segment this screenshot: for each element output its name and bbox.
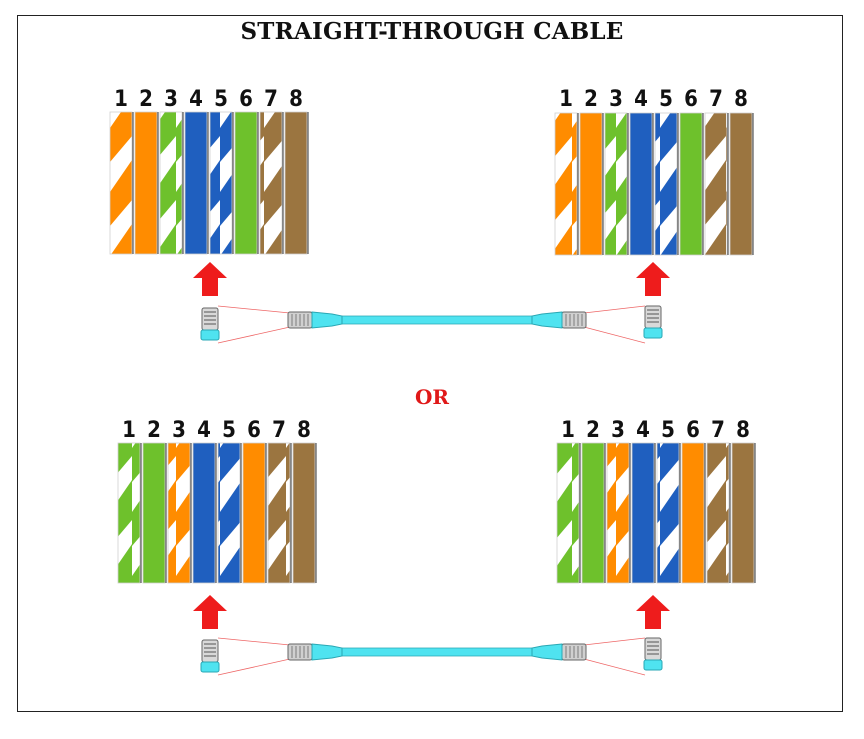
- wire-pin-7: [259, 111, 283, 255]
- pin-number-label: 5: [661, 418, 675, 443]
- pin-number-label: 7: [709, 87, 723, 112]
- wire-pin-1: [556, 442, 580, 584]
- pin-number-label: 4: [189, 87, 203, 112]
- wire-pin-8: [729, 112, 753, 256]
- wire-pin-1: [554, 112, 578, 256]
- wire-pin-2: [142, 442, 166, 584]
- pin-number-label: 7: [272, 418, 286, 443]
- pin-number-label: 6: [239, 87, 253, 112]
- wire-pin-8: [292, 442, 316, 584]
- pin-number-label: 8: [736, 418, 750, 443]
- wire-pin-1: [117, 442, 141, 584]
- pin-number-label: 2: [139, 87, 153, 112]
- pin-number-label: 2: [147, 418, 161, 443]
- wire-pin-2: [134, 111, 158, 255]
- pin-number-label: 8: [297, 418, 311, 443]
- pin-number-label: 4: [636, 418, 650, 443]
- wire-pin-3: [167, 442, 191, 584]
- rj45-connector-icon: [200, 307, 220, 341]
- wire-pin-6: [242, 442, 266, 584]
- pin-number-label: 2: [586, 418, 600, 443]
- pin-number-label: 5: [659, 87, 673, 112]
- wire-pin-5: [209, 111, 233, 255]
- pin-number-label: 7: [264, 87, 278, 112]
- pin-number-label: 3: [609, 87, 623, 112]
- wire-pin-2: [581, 442, 605, 584]
- wire-pin-4: [629, 112, 653, 256]
- pin-number-label: 4: [634, 87, 648, 112]
- pin-number-label: 1: [559, 87, 573, 112]
- pin-number-label: 1: [561, 418, 575, 443]
- pin-number-label: 6: [247, 418, 261, 443]
- pin-number-label: 6: [686, 418, 700, 443]
- pin-number-label: 1: [122, 418, 136, 443]
- wire-pin-3: [606, 442, 630, 584]
- patch-cable: [217, 637, 646, 676]
- wire-pin-4: [184, 111, 208, 255]
- wire-pin-8: [731, 442, 755, 584]
- red-arrow-icon: [193, 595, 227, 629]
- pin-number-label: 4: [197, 418, 211, 443]
- or-separator: OR: [414, 385, 450, 409]
- wire-pin-3: [604, 112, 628, 256]
- wire-pin-6: [679, 112, 703, 256]
- pin-number-label: 8: [289, 87, 303, 112]
- diagram-title: STRAIGHT-THROUGH CABLE: [240, 18, 624, 45]
- diagram-frame: [17, 15, 843, 712]
- wire-pin-5: [654, 112, 678, 256]
- wire-pin-2: [579, 112, 603, 256]
- wire-pin-3: [159, 111, 183, 255]
- wire-pin-7: [706, 442, 730, 584]
- wire-pin-7: [704, 112, 728, 256]
- pin-number-label: 2: [584, 87, 598, 112]
- red-arrow-icon: [636, 262, 670, 296]
- patch-cable: [217, 305, 646, 344]
- wire-pin-5: [656, 442, 680, 584]
- rj45-connector-icon: [643, 305, 663, 339]
- wire-pin-1: [109, 111, 133, 255]
- wire-pin-4: [631, 442, 655, 584]
- pin-number-label: 7: [711, 418, 725, 443]
- pin-number-label: 3: [164, 87, 178, 112]
- pin-number-label: 5: [222, 418, 236, 443]
- rj45-connector-icon: [200, 639, 220, 673]
- rj45-connector-icon: [643, 637, 663, 671]
- wire-pin-8: [284, 111, 308, 255]
- pin-number-label: 6: [684, 87, 698, 112]
- pin-number-label: 5: [214, 87, 228, 112]
- wire-pin-5: [217, 442, 241, 584]
- wire-pin-4: [192, 442, 216, 584]
- pin-number-label: 1: [114, 87, 128, 112]
- wire-pin-7: [267, 442, 291, 584]
- pin-number-label: 8: [734, 87, 748, 112]
- wire-pin-6: [234, 111, 258, 255]
- red-arrow-icon: [193, 262, 227, 296]
- wire-pin-6: [681, 442, 705, 584]
- pin-number-label: 3: [172, 418, 186, 443]
- red-arrow-icon: [636, 595, 670, 629]
- pin-number-label: 3: [611, 418, 625, 443]
